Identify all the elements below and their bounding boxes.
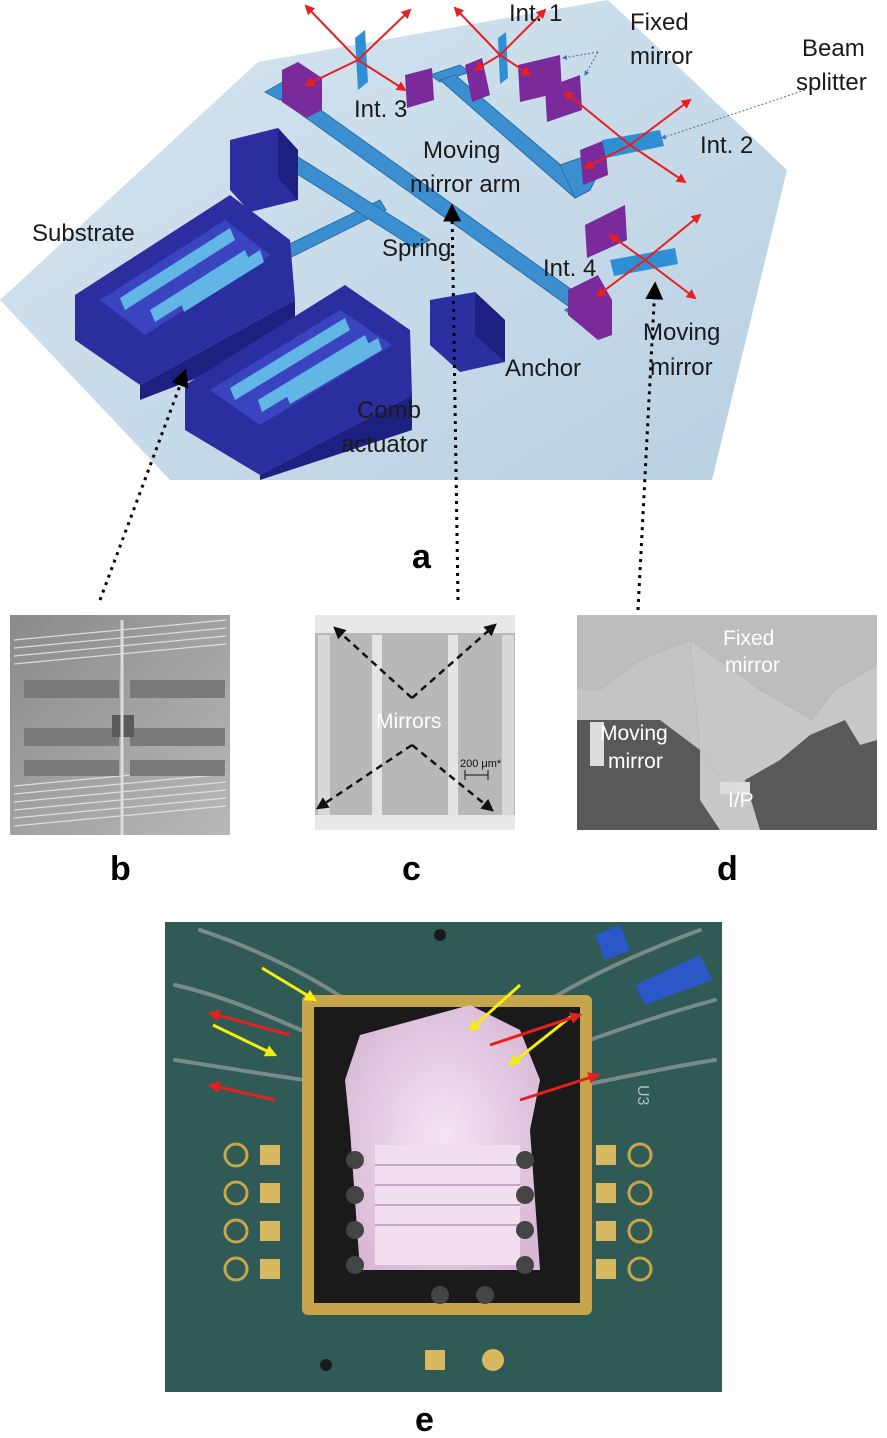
panel-a-schematic: Int. 1 Fixed mirror Beam splitter Int. 3… (0, 0, 867, 480)
label-moving-mirror-arm-2: mirror arm (410, 171, 521, 198)
label-int1: Int. 1 (509, 0, 562, 27)
label-substrate: Substrate (32, 220, 135, 247)
label-ip: I/P (728, 789, 754, 812)
light-beams (304, 4, 702, 300)
label-beam-splitter-1: Beam (802, 35, 865, 62)
panel-letter-e: e (415, 1401, 434, 1438)
label-spring: Spring (382, 235, 451, 262)
panel-connectors (98, 203, 664, 611)
label-int3: Int. 3 (354, 96, 407, 123)
label-int2: Int. 2 (700, 132, 753, 159)
label-d-moving-mirror-2: mirror (608, 750, 663, 773)
board-mark-u3: U3 (634, 1085, 651, 1106)
label-fixed-mirror-1: Fixed (630, 9, 689, 36)
label-scale-bar: 200 μm* (460, 758, 502, 770)
label-moving-mirror-1: Moving (643, 319, 720, 346)
panel-letter-d: d (717, 850, 738, 888)
panel-letter-c: c (402, 850, 421, 888)
panel-d-sem (577, 615, 877, 830)
panel-letter-a: a (412, 538, 432, 576)
panel-letter-b: b (110, 850, 131, 888)
panel-c-sem (315, 615, 515, 830)
anchor-blocks (230, 128, 505, 372)
label-d-fixed-mirror-1: Fixed (723, 627, 774, 650)
label-d-moving-mirror-1: Moving (600, 722, 668, 745)
callout-pointers (562, 51, 806, 140)
comb-actuator-upper (75, 195, 295, 400)
panel-b-sem (10, 615, 230, 835)
label-fixed-mirror-2: mirror (630, 43, 693, 70)
label-mirrors: Mirrors (376, 710, 441, 733)
label-int4: Int. 4 (543, 255, 596, 282)
label-beam-splitter-2: splitter (796, 69, 867, 96)
comb-actuator-lower (185, 285, 412, 480)
label-moving-mirror-arm-1: Moving (423, 137, 500, 164)
label-moving-mirror-2: mirror (650, 354, 713, 381)
fixed-mirrors (282, 55, 627, 340)
panel-e-photo: U3 (165, 922, 722, 1392)
label-comb-1: Comb (357, 397, 421, 424)
label-comb-2: actuator (341, 431, 428, 458)
label-anchor: Anchor (505, 355, 581, 382)
label-d-fixed-mirror-2: mirror (725, 654, 780, 677)
board-pads (223, 929, 653, 1371)
